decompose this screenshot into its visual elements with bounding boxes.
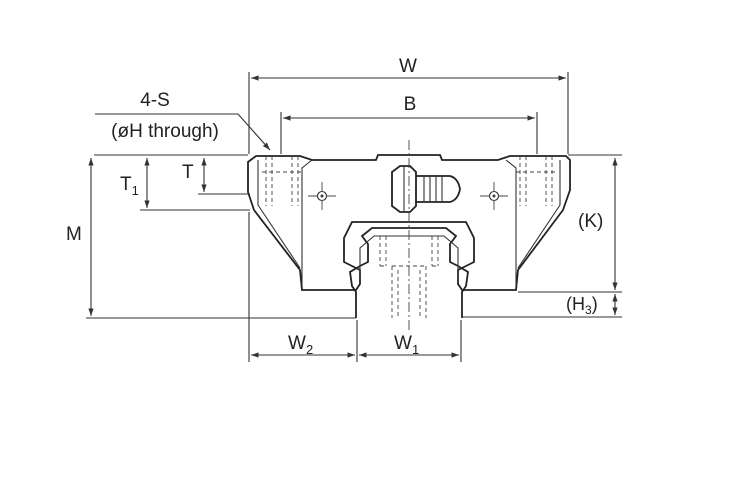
dim-W: W [248, 56, 569, 154]
label-T: T [182, 162, 194, 183]
dim-B-extension [280, 112, 538, 154]
flange-inner-right [517, 160, 561, 269]
rail-outline [349, 227, 469, 318]
label-W2: W2 [288, 333, 313, 357]
dim-H3: (H3) [566, 294, 618, 317]
dim-T: T [182, 158, 250, 195]
label-M: M [66, 224, 82, 245]
dim-W-bottom-extension [248, 212, 462, 362]
label-hole-count: 4-S [140, 90, 170, 111]
flange-inner-left [257, 160, 301, 269]
seal-screws [316, 190, 500, 202]
dim-K-extension [462, 154, 622, 318]
hole-leader [95, 113, 271, 151]
label-H3: (H3) [566, 294, 598, 317]
hole-right [516, 156, 556, 206]
dim-B: B [280, 94, 538, 154]
label-B: B [404, 94, 417, 115]
block-outline [247, 154, 571, 291]
dim-T1: T1 [94, 154, 250, 211]
hole-left [262, 156, 302, 206]
nipple-threads [423, 176, 443, 202]
dim-W1: W1 [359, 333, 459, 358]
dim-hole-callout: 4-S (øH through) [95, 90, 271, 151]
grease-nipple-icon [391, 165, 461, 213]
dim-W2: W2 [248, 212, 462, 362]
carriage-block [247, 154, 571, 291]
label-hole-note: (øH through) [111, 121, 219, 142]
screw-centerlines [308, 182, 508, 210]
dim-K: (K) [462, 154, 622, 318]
label-W: W [399, 56, 417, 77]
center-lines [308, 140, 508, 330]
nipple-hex [391, 165, 417, 213]
label-W1: W1 [394, 333, 419, 357]
dim-W-extension [248, 72, 569, 154]
nipple-body [416, 175, 461, 203]
dim-M: M [66, 158, 356, 319]
flange-holes [262, 156, 556, 206]
rail-bolt-hole [379, 236, 439, 318]
body-inner-outline [301, 159, 517, 286]
label-T1: T1 [120, 174, 139, 198]
label-K: (K) [578, 211, 603, 232]
